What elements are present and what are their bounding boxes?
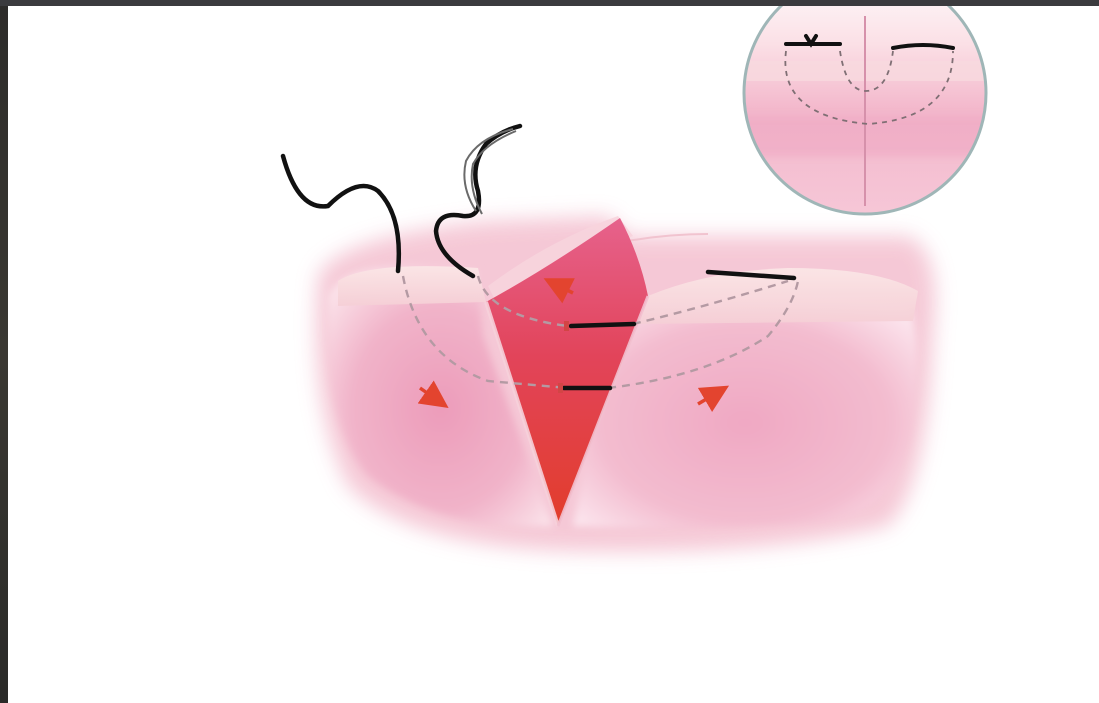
suture-diagram (8, 6, 1099, 703)
left-edge (0, 6, 8, 703)
inset-detail (738, 6, 998, 226)
diagram-canvas (8, 6, 1099, 703)
